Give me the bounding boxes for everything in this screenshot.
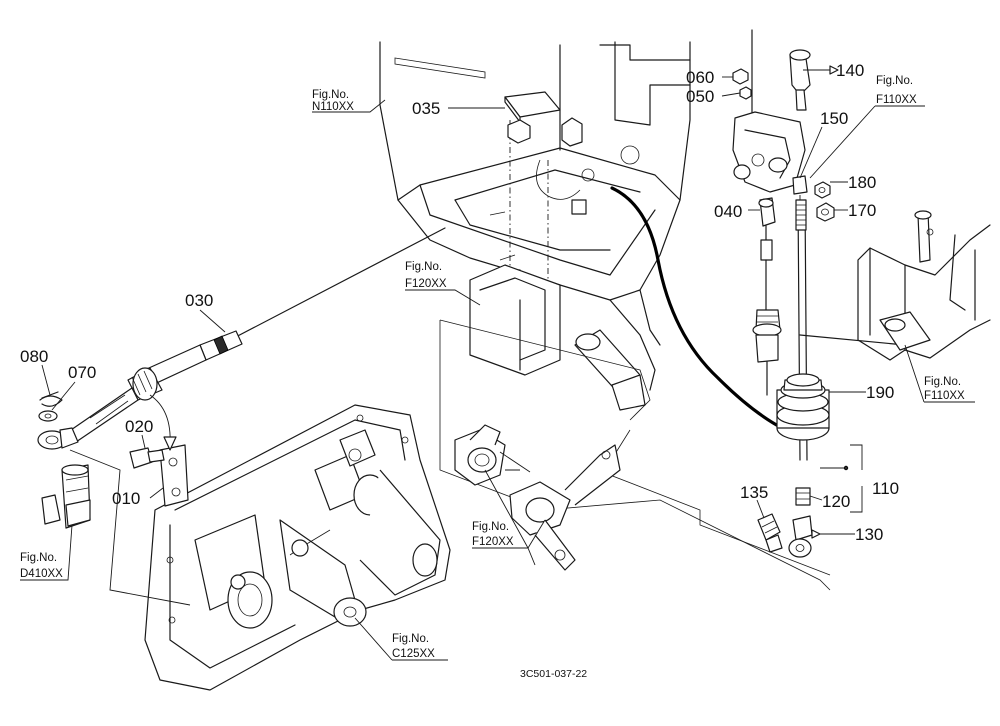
cotter-washer	[38, 391, 63, 422]
label-080: 080	[20, 347, 48, 366]
label-070: 070	[68, 363, 96, 382]
lever-plate	[439, 319, 831, 591]
label-110: 110	[872, 479, 899, 498]
label-035: 035	[412, 99, 440, 118]
label-020: 020	[125, 417, 153, 436]
fig-f110-right-line2: F110XX	[924, 390, 965, 402]
shaft-cover	[41, 449, 191, 606]
drawing-code: 3C501-037-22	[520, 668, 587, 680]
fig-d410-line2: D410XX	[20, 568, 63, 580]
leader-lines	[20, 76, 975, 661]
label-170: 170	[848, 201, 876, 220]
bracket-f120	[469, 264, 646, 411]
label-030: 030	[185, 291, 213, 310]
harness-cable	[610, 186, 784, 430]
cable-030	[37, 227, 446, 450]
fig-f110-right-line1: Fig.No.	[924, 376, 961, 388]
fig-c125-line2: C125XX	[392, 648, 435, 660]
fig-n110-line2: N110XX	[312, 101, 354, 113]
part-number-labels: 030 080 070 020 010 035 060 050 140 150 …	[20, 61, 899, 544]
linkage-right	[732, 29, 991, 558]
gearbox-housing	[144, 404, 451, 691]
label-120: 120	[822, 492, 850, 511]
fig-n110-line1: Fig.No.	[312, 89, 349, 101]
label-190: 190	[866, 383, 894, 402]
label-135: 135	[740, 483, 768, 502]
label-150: 150	[820, 109, 848, 128]
fig-f120-bottom-line2: F120XX	[472, 536, 514, 548]
frame-housing	[379, 41, 691, 391]
label-140: 140	[836, 61, 864, 80]
fig-f110-top-line2: F110XX	[876, 94, 917, 106]
figure-references: Fig.No. N110XX Fig.No. F110XX Fig.No. F1…	[20, 75, 965, 660]
bracket-010	[129, 394, 189, 507]
rod-link	[799, 334, 906, 346]
label-130: 130	[855, 525, 883, 544]
fig-f120-bottom-line1: Fig.No.	[472, 521, 509, 533]
label-060: 060	[686, 68, 714, 87]
label-010: 010	[112, 489, 140, 508]
label-180: 180	[848, 173, 876, 192]
label-050: 050	[686, 87, 714, 106]
fig-f120-top-line1: Fig.No.	[405, 261, 442, 273]
fig-f110-top-line1: Fig.No.	[876, 75, 913, 87]
fig-d410-line1: Fig.No.	[20, 552, 57, 564]
label-040: 040	[714, 202, 742, 221]
fig-f120-top-line2: F120XX	[405, 278, 447, 290]
fig-c125-line1: Fig.No.	[392, 633, 429, 645]
part-035-pad	[504, 91, 583, 293]
